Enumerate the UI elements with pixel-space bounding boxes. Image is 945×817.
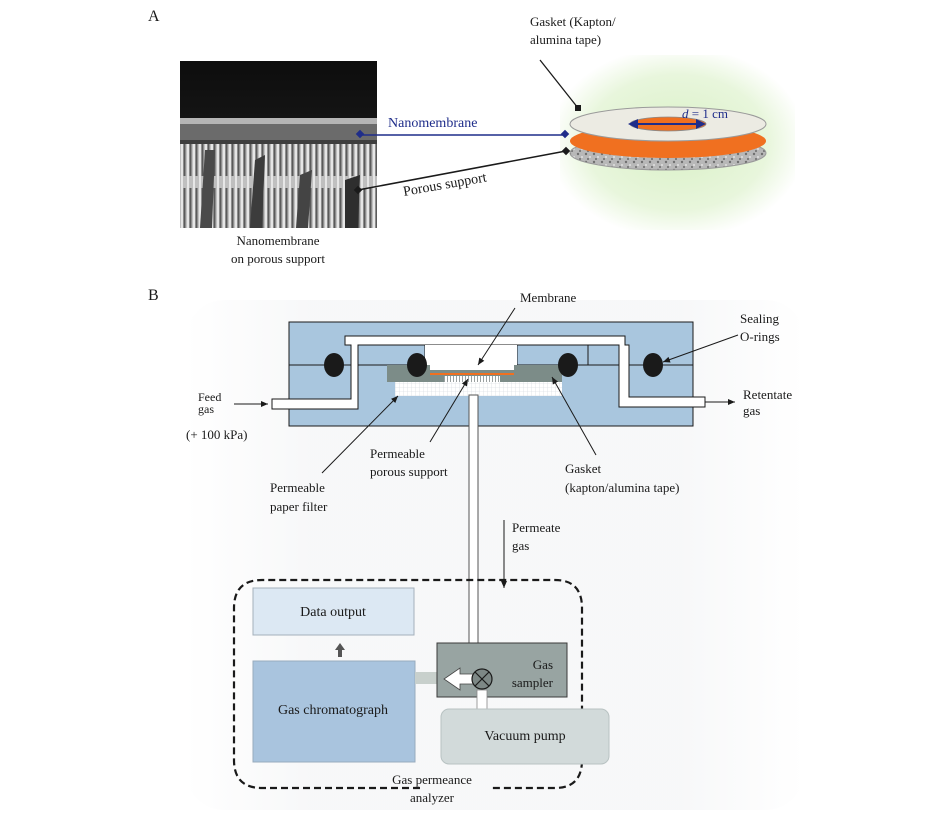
callout-marker [353,185,363,195]
data-output-label: Data output [300,605,366,620]
analyzer-enclosure [232,578,584,790]
analyzer-label-line2: analyzer [410,790,455,805]
gas-sampler-label-line2: sampler [512,675,554,690]
porous-support-bars [444,376,500,382]
sealing-label-line2: O-rings [740,329,780,344]
permeation-cell [271,321,706,427]
pump-connector [476,689,488,711]
membrane-label: Membrane [520,290,577,305]
permeate-tube [468,394,479,651]
callout-marker [355,129,365,139]
membrane-disc-stack [569,106,767,171]
o-ring-icon [324,353,344,377]
gasket-callout-line [539,59,579,109]
gasket-callout-line2: alumina tape) [530,32,601,47]
porous-support-arrow [429,378,469,443]
retentate-label-line1: Retentate [743,387,792,402]
gc-connector [415,672,437,684]
gasket-label-line2: (kapton/alumina tape) [565,480,679,495]
o-ring-icon [643,353,663,377]
sealing-label-line1: Sealing [740,311,779,326]
paper-filter-arrow [321,395,399,474]
paper-filter-label-line1: Permeable [270,480,325,495]
diameter-arrow-right [696,119,706,129]
retentate-label-line2: gas [743,403,760,418]
paper-filter-label-line2: paper filter [270,499,328,514]
panel-a-label: A [148,8,160,25]
sealing-arrow [662,334,739,363]
vacuum-pump-label: Vacuum pump [484,729,565,744]
gas-chromatograph-label: Gas chromatograph [278,703,388,718]
gasket-arrow [551,376,597,456]
gas-sampler-label-line1: Gas [533,657,553,672]
membrane-arrow [477,307,516,366]
gas-chromatograph-box [252,660,416,763]
sem-image [180,61,377,228]
gasket-callout-line1: Gasket (Kapton/ [530,14,616,29]
permeate-label-line2: gas [512,538,529,553]
gasket-label-line1: Gasket [565,461,601,476]
analyzer-label-line1: Gas permeance [392,772,472,787]
paper-filter-grid [395,382,562,396]
valve-icon [471,668,493,690]
feed-label-line1: Feed [198,390,221,404]
porous-support-label-line1: Permeable [370,446,425,461]
up-arrow-icon [335,643,345,657]
panel-b-label: B [148,287,159,304]
o-ring-icon [558,353,578,377]
porous-support-callout-label: Porous support [402,170,488,199]
membrane-line [430,373,514,375]
data-output-box [252,587,415,636]
nanomembrane-callout-label: Nanomembrane [388,116,477,131]
feed-label-line2: gas [198,402,214,416]
vacuum-pump-box [440,708,610,765]
porous-support-label-line2: porous support [370,464,448,479]
sem-caption-line2: on porous support [231,251,325,266]
sem-caption-line1: Nanomembrane [236,233,319,248]
porous-support-callout-line [357,150,567,191]
o-ring-icon [407,353,427,377]
diameter-arrow-left [628,119,638,129]
flow-arrow-icon [443,667,476,691]
permeate-label-line1: Permeate [512,520,561,535]
diameter-label: d = 1 cm [682,106,728,121]
feed-pressure-label: (+ 100 kPa) [186,427,248,442]
callout-marker [575,105,581,111]
